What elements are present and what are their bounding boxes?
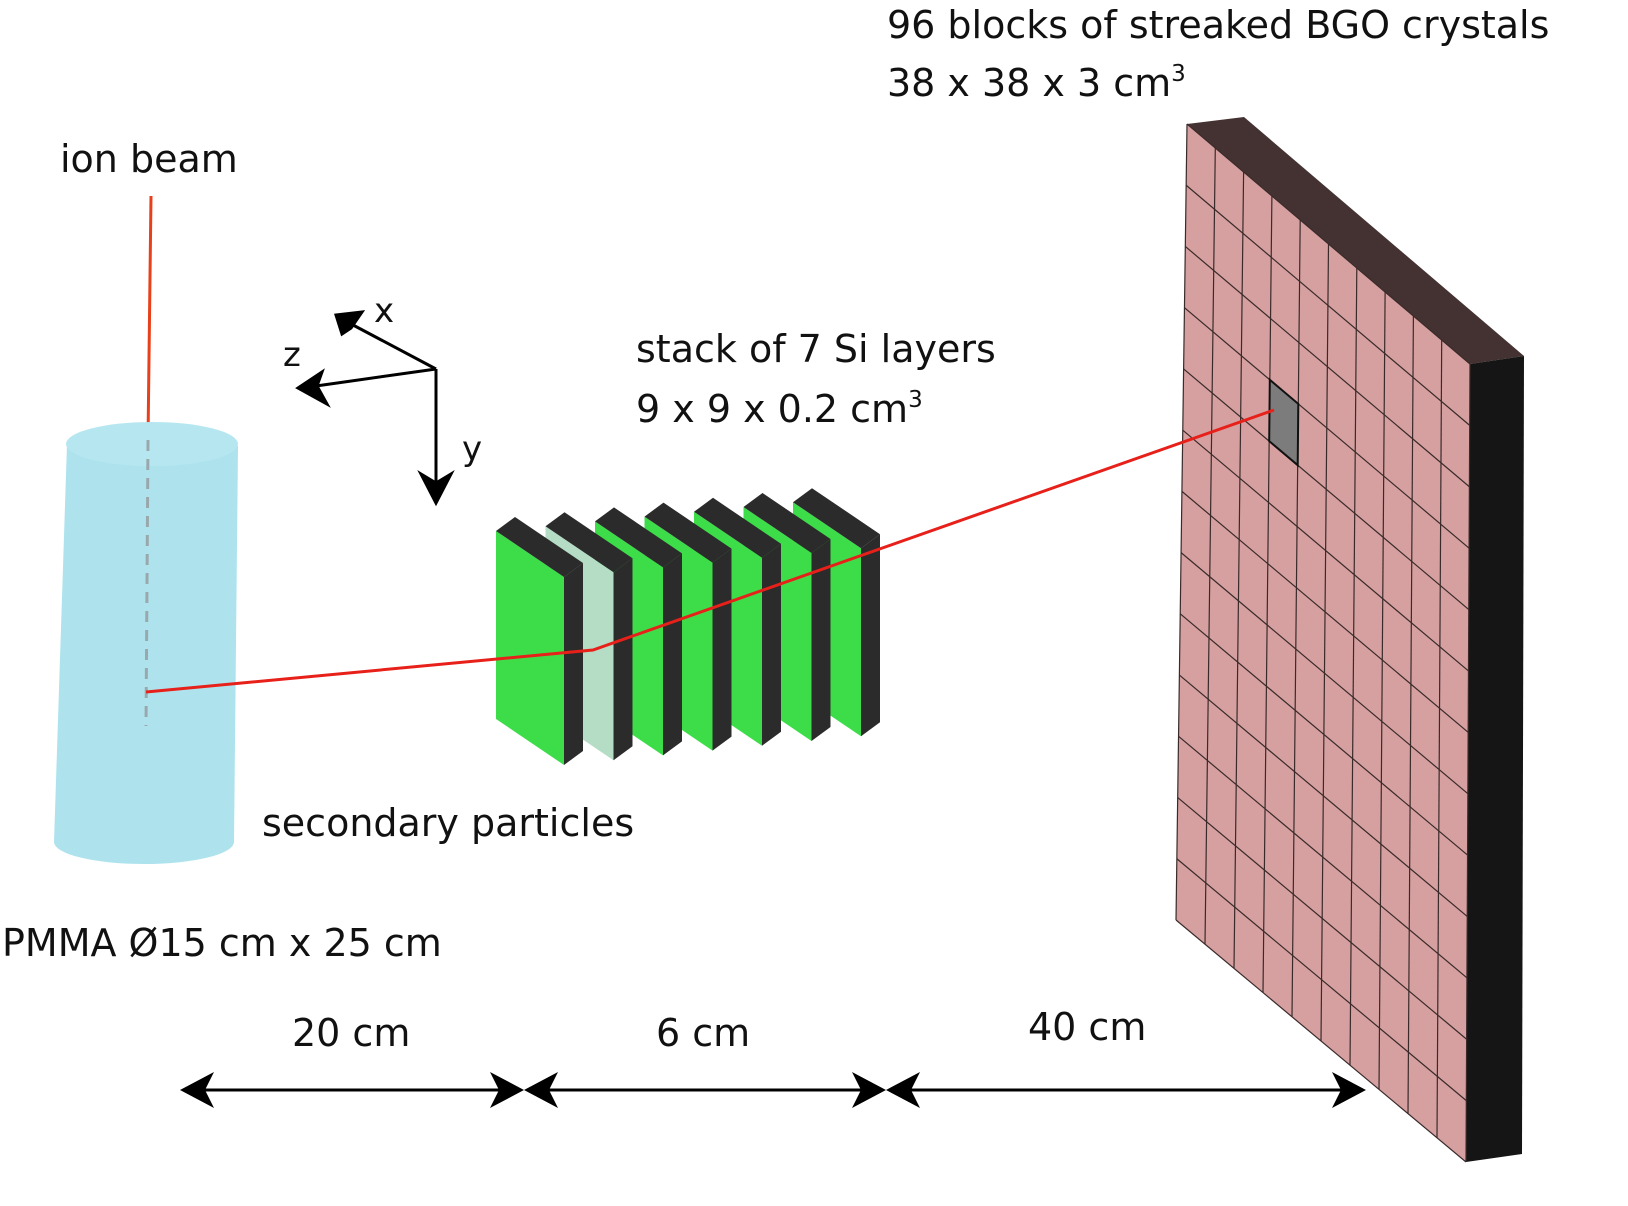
bgo-grid-column-line (1349, 267, 1358, 1066)
coordinate-axes (295, 310, 455, 507)
arrow-20cm-head-left (180, 1072, 214, 1108)
bgo-grid-column-line (1320, 243, 1330, 1042)
distance-20cm-label: 20 cm (292, 1011, 410, 1055)
phantom-top (66, 422, 238, 466)
bgo-grid-row-line (1185, 184, 1471, 426)
bgo-grid-column-line (1407, 315, 1415, 1114)
bgo-grid-row-line (1176, 858, 1467, 1102)
si-layer-face (496, 531, 564, 765)
bgo-grid-row-line (1182, 429, 1469, 672)
calorimeter-side-face (1466, 356, 1524, 1162)
si-layer-top-edge (595, 507, 682, 568)
bgo-grid-column-line (1262, 195, 1273, 993)
ion-beam-label: ion beam (60, 137, 238, 181)
bgo-grid-row-line (1183, 368, 1470, 610)
bgo-hit-crystal (1268, 377, 1300, 468)
bgo-grid-column-line (1465, 363, 1471, 1163)
secondary-particle-track (145, 408, 1275, 694)
pmma-phantom (54, 422, 238, 864)
calorimeter-top-face (1187, 117, 1524, 364)
secondary-particles-label: secondary particles (262, 801, 634, 845)
distance-6cm-label: 6 cm (656, 1011, 750, 1055)
x-axis-arrowhead (334, 310, 366, 337)
tracker-label-line1: stack of 7 Si layers (636, 327, 996, 371)
bgo-grid-column-line (1233, 171, 1245, 969)
si-layer-side-edge (861, 534, 880, 737)
si-layer-top-edge (793, 488, 880, 549)
bgo-grid-row-line (1175, 919, 1467, 1163)
bgo-grid-row-line (1180, 552, 1469, 795)
x-axis-line (352, 323, 437, 371)
z-axis-label: z (283, 335, 301, 375)
bgo-grid-row-line (1179, 613, 1468, 856)
si-layer-side-edge (762, 543, 781, 746)
si-layer-top-edge (694, 497, 781, 558)
bgo-grid-column-line (1378, 291, 1386, 1090)
si-layer-top-edge (545, 512, 633, 573)
y-axis-label: y (462, 429, 482, 469)
calorimeter-dim: 38 x 38 x 3 cm (887, 61, 1171, 105)
tracker-label-line2: 9 x 9 x 0.2 cm3 (636, 387, 923, 431)
x-axis-label: x (374, 291, 394, 331)
si-layer-side-edge (811, 539, 831, 741)
calorimeter-front-face (1176, 124, 1470, 1162)
bgo-grid-row-line (1181, 490, 1469, 733)
calorimeter-label-line2: 38 x 38 x 3 cm3 (887, 61, 1186, 105)
si-layer-top-edge (644, 502, 732, 563)
si-layer-side-edge (663, 553, 682, 756)
phantom-label: PMMA Ø15 cm x 25 cm (2, 921, 442, 965)
ion-beam-line (146, 195, 153, 441)
bgo-grid-row-line (1178, 674, 1468, 917)
si-layer-side-edge (564, 563, 583, 765)
bgo-grid (1175, 123, 1471, 1163)
si-layer-side-edge (712, 548, 732, 751)
bgo-calorimeter (1175, 117, 1524, 1163)
bgo-grid-row-line (1186, 123, 1471, 365)
calorimeter-dim-exponent: 3 (1171, 61, 1186, 87)
bgo-grid-column-line (1436, 339, 1443, 1138)
distance-arrows (180, 1072, 1366, 1108)
bgo-grid-row-line (1178, 735, 1468, 979)
si-layer-side-edge (613, 558, 633, 761)
arrow-40cm-head-right (1332, 1072, 1366, 1108)
bgo-grid-row-line (1177, 797, 1468, 1040)
arrow-6cm-head-left (524, 1072, 558, 1108)
bgo-grid-column-line (1291, 219, 1301, 1017)
si-layer-top-edge (743, 493, 831, 553)
si-tracker-stack (496, 488, 880, 765)
tracker-dim-exponent: 3 (908, 387, 923, 413)
y-axis-arrowhead (417, 469, 455, 507)
arrow-6cm-head-right (852, 1072, 886, 1108)
bgo-grid-column-line (1204, 147, 1216, 945)
z-axis-line (315, 367, 437, 388)
si-layer (496, 517, 583, 765)
arrow-40cm-head-left (886, 1072, 920, 1108)
beam-path-inside-phantom (144, 439, 150, 727)
bgo-grid-row-line (1184, 307, 1470, 549)
si-layer-top-edge (496, 517, 583, 577)
tracker-dim: 9 x 9 x 0.2 cm (636, 387, 908, 431)
bgo-grid-row-line (1184, 246, 1470, 488)
arrow-20cm-head-right (490, 1072, 524, 1108)
z-axis-arrowhead (295, 368, 331, 408)
distance-40cm-label: 40 cm (1028, 1005, 1146, 1049)
bgo-grid-column-line (1175, 123, 1188, 921)
calorimeter-label-line1: 96 blocks of streaked BGO crystals (887, 3, 1549, 47)
